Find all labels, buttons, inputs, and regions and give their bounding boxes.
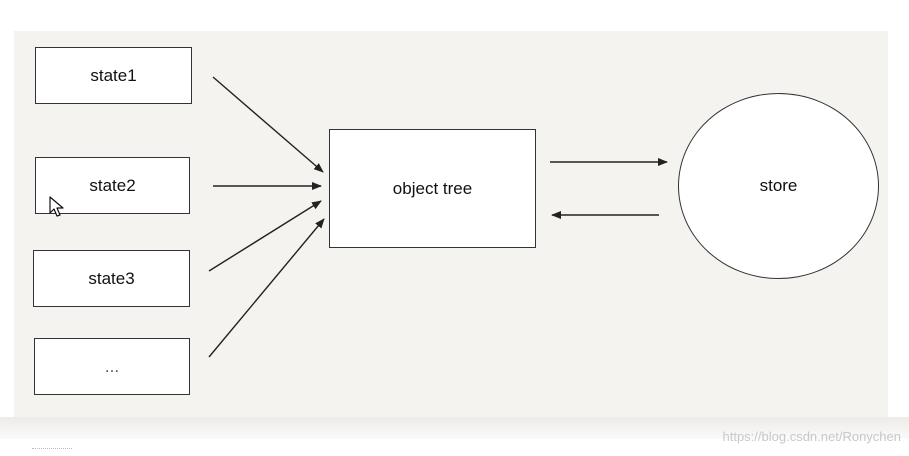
state1-box: state1 [35,47,192,104]
mouse-pointer-icon [49,196,64,217]
store-circle: store [678,93,879,279]
panel-shadow [0,417,909,439]
state3-box: state3 [33,250,190,307]
ellipsis-box: ... [34,338,190,395]
state2-box: state2 [35,157,190,214]
object-tree-box: object tree [329,129,536,248]
cut-off-text-fragment [32,448,72,456]
watermark-text: https://blog.csdn.net/Ronychen [722,429,901,444]
